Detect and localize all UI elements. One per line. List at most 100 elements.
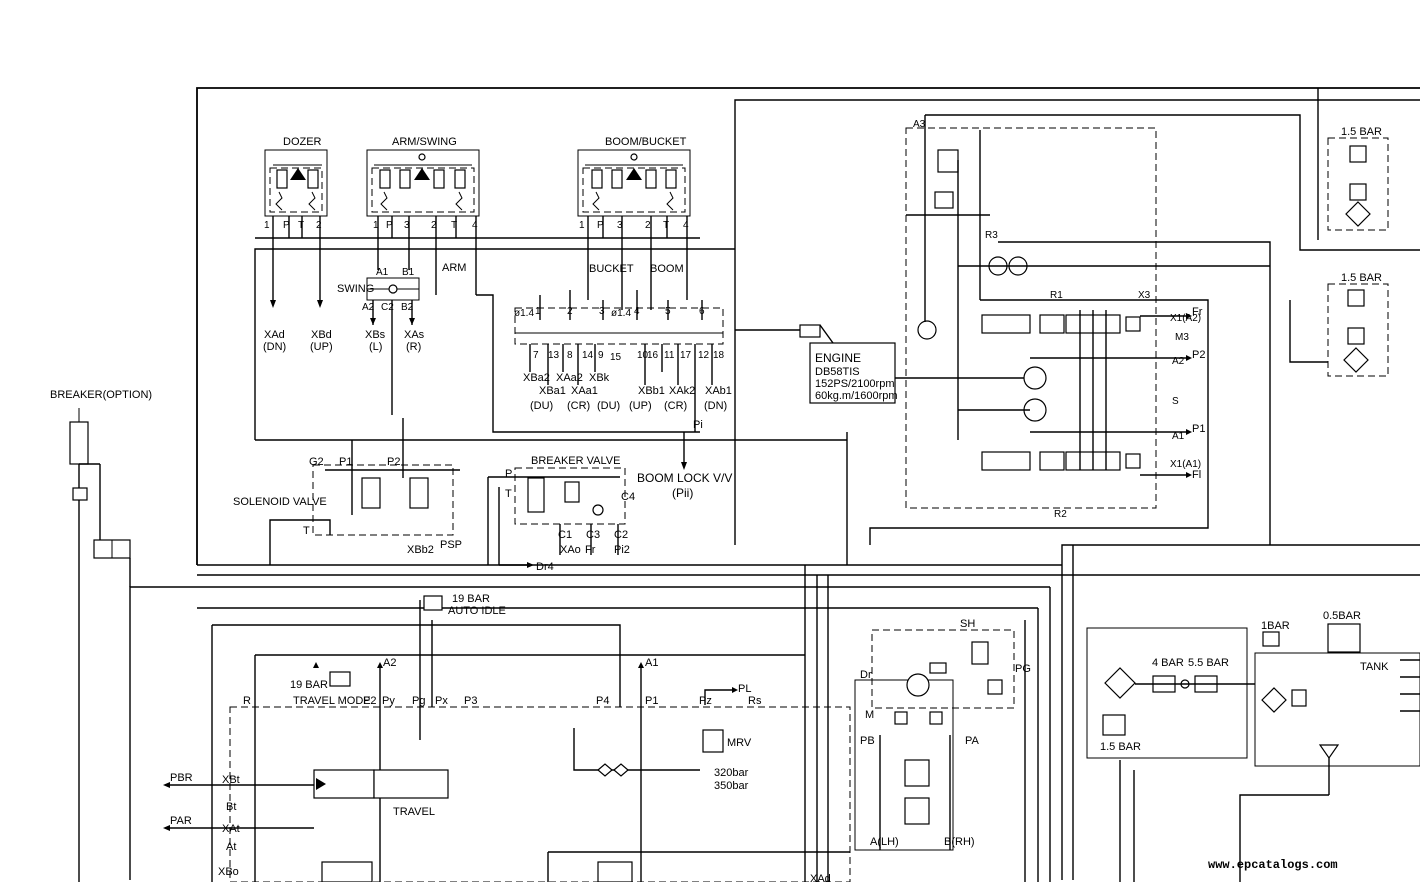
svg-text:XBo: XBo — [218, 866, 239, 878]
svg-text:4: 4 — [683, 220, 689, 231]
svg-text:P4: P4 — [596, 695, 609, 707]
svg-text:TRAVEL MODE: TRAVEL MODE — [293, 695, 371, 707]
svg-text:R2: R2 — [1054, 509, 1067, 520]
svg-text:P3: P3 — [464, 695, 477, 707]
svg-text:B2: B2 — [401, 302, 414, 313]
svg-text:T: T — [298, 220, 304, 231]
svg-text:B1: B1 — [402, 267, 415, 278]
svg-text:P: P — [283, 220, 290, 231]
svg-text:(DU): (DU) — [530, 400, 553, 412]
svg-text:A2: A2 — [1172, 356, 1185, 367]
breaker-valve: BREAKER VALVE P T C1 C3 C2 C4 XAo Fr Pi2… — [487, 455, 635, 573]
svg-text:M: M — [865, 709, 874, 721]
svg-text:(CR): (CR) — [567, 400, 590, 412]
svg-text:1: 1 — [373, 220, 379, 231]
svg-text:BREAKER VALVE: BREAKER VALVE — [531, 455, 620, 467]
svg-text:0.5BAR: 0.5BAR — [1323, 610, 1361, 622]
svg-text:TANK: TANK — [1360, 661, 1389, 673]
svg-text:XBt: XBt — [222, 774, 240, 786]
watermark: www.epcatalogs.com — [1208, 858, 1338, 872]
svg-text:Pg: Pg — [412, 695, 425, 707]
svg-text:XAa2: XAa2 — [556, 372, 583, 384]
svg-text:A(LH): A(LH) — [870, 836, 899, 848]
svg-text:SOLENOID VALVE: SOLENOID VALVE — [233, 496, 327, 508]
svg-text:Py: Py — [382, 695, 395, 707]
svg-text:PG: PG — [1015, 663, 1031, 675]
svg-text:1: 1 — [535, 306, 541, 317]
svg-text:BUCKET: BUCKET — [589, 263, 634, 275]
svg-text:2: 2 — [431, 220, 437, 231]
svg-text:320bar: 320bar — [714, 767, 749, 779]
main-pump: A3 R3 R1 X3 Fr X1(A2) M3 P2 A2 S P1 A1 X… — [869, 114, 1420, 545]
svg-text:1.5 BAR: 1.5 BAR — [1341, 272, 1382, 284]
svg-text:Rs: Rs — [748, 695, 762, 707]
svg-text:Fr: Fr — [585, 544, 596, 556]
svg-text:13: 13 — [548, 350, 560, 361]
boom-bucket-title: BOOM/BUCKET — [605, 136, 687, 148]
svg-text:R1: R1 — [1050, 290, 1063, 301]
svg-text:3: 3 — [599, 306, 605, 317]
svg-text:19 BAR: 19 BAR — [452, 593, 490, 605]
svg-text:G2: G2 — [309, 456, 324, 468]
svg-text:X1(A2): X1(A2) — [1170, 313, 1201, 324]
svg-text:C2: C2 — [381, 302, 394, 313]
svg-text:BOOM LOCK V/V: BOOM LOCK V/V — [637, 471, 732, 485]
dozer-swing-outputs: XAd (DN) XBd (UP) XBs (L) XAs (R) — [263, 300, 425, 353]
svg-text:(L): (L) — [369, 341, 382, 353]
svg-text:A1: A1 — [1172, 431, 1185, 442]
svg-text:XBs: XBs — [365, 329, 386, 341]
svg-text:PB: PB — [860, 735, 875, 747]
dozer-pilot-valve: DOZER 1 P T 2 — [264, 136, 328, 300]
svg-text:1: 1 — [579, 220, 585, 231]
svg-text:MRV: MRV — [727, 737, 752, 749]
swing-shuttle: SWING A1 B1 A2 C2 B2 ARM — [337, 262, 466, 415]
svg-text:At: At — [226, 841, 236, 853]
svg-text:M3: M3 — [1175, 332, 1189, 343]
engine-title: ENGINE — [815, 351, 861, 365]
main-control-valve: R TRAVEL MODE P2 Py Pg Px P3 P4 P1 Pz Rs… — [163, 593, 851, 882]
svg-text:ø1.4: ø1.4 — [611, 308, 631, 319]
svg-text:Dr: Dr — [860, 669, 872, 681]
svg-text:A3: A3 — [913, 119, 926, 130]
svg-text:XAk2: XAk2 — [669, 385, 695, 397]
breaker-option: BREAKER(OPTION) — [50, 389, 152, 882]
svg-text:XBa1: XBa1 — [539, 385, 566, 397]
svg-text:(CR): (CR) — [664, 400, 687, 412]
svg-text:P2: P2 — [387, 456, 400, 468]
svg-text:(DN): (DN) — [704, 400, 727, 412]
svg-text:R3: R3 — [985, 230, 998, 241]
svg-text:BOOM: BOOM — [650, 263, 684, 275]
svg-text:(Pii): (Pii) — [672, 486, 693, 500]
svg-text:P1: P1 — [339, 456, 352, 468]
svg-text:5.5 BAR: 5.5 BAR — [1188, 657, 1229, 669]
svg-text:Dr4: Dr4 — [536, 561, 554, 573]
svg-text:PA: PA — [965, 735, 980, 747]
svg-text:XBb1: XBb1 — [638, 385, 665, 397]
svg-text:T: T — [663, 220, 669, 231]
svg-text:PL: PL — [738, 683, 751, 695]
svg-text:7: 7 — [533, 350, 539, 361]
svg-text:XAt: XAt — [222, 823, 240, 835]
svg-text:TRAVEL: TRAVEL — [393, 806, 435, 818]
svg-text:4: 4 — [472, 220, 478, 231]
svg-text:SWING: SWING — [337, 283, 374, 295]
shuttle-valve-block: ø1.4 1 2 3 ø1.4 4 5 6 7 13 8 14 9 15 10 … — [435, 249, 732, 470]
svg-text:P2: P2 — [1192, 349, 1205, 361]
solenoid-valve: G2 P1 P2 T SOLENOID VALVE XBb2 PSP — [233, 418, 462, 565]
svg-text:3: 3 — [404, 220, 410, 231]
svg-text:Pi2: Pi2 — [614, 544, 630, 556]
svg-text:C2: C2 — [614, 529, 628, 541]
svg-text:12: 12 — [698, 350, 710, 361]
svg-text:350bar: 350bar — [714, 780, 749, 792]
svg-text:PBR: PBR — [170, 772, 193, 784]
svg-text:A2: A2 — [383, 657, 396, 669]
dozer-title: DOZER — [283, 136, 322, 148]
svg-text:1BAR: 1BAR — [1261, 620, 1290, 632]
arm-swing-pilot-valve: ARM/SWING 1 P 3 2 T 4 — [366, 136, 480, 270]
svg-text:XAo: XAo — [560, 544, 581, 556]
svg-text:R: R — [243, 695, 251, 707]
swing-motor: SH Dr PG M PB PA A(LH) B(RH) — [804, 565, 1051, 882]
svg-text:B(RH): B(RH) — [944, 836, 975, 848]
svg-text:XAd: XAd — [264, 329, 285, 341]
svg-text:S: S — [1172, 396, 1179, 407]
